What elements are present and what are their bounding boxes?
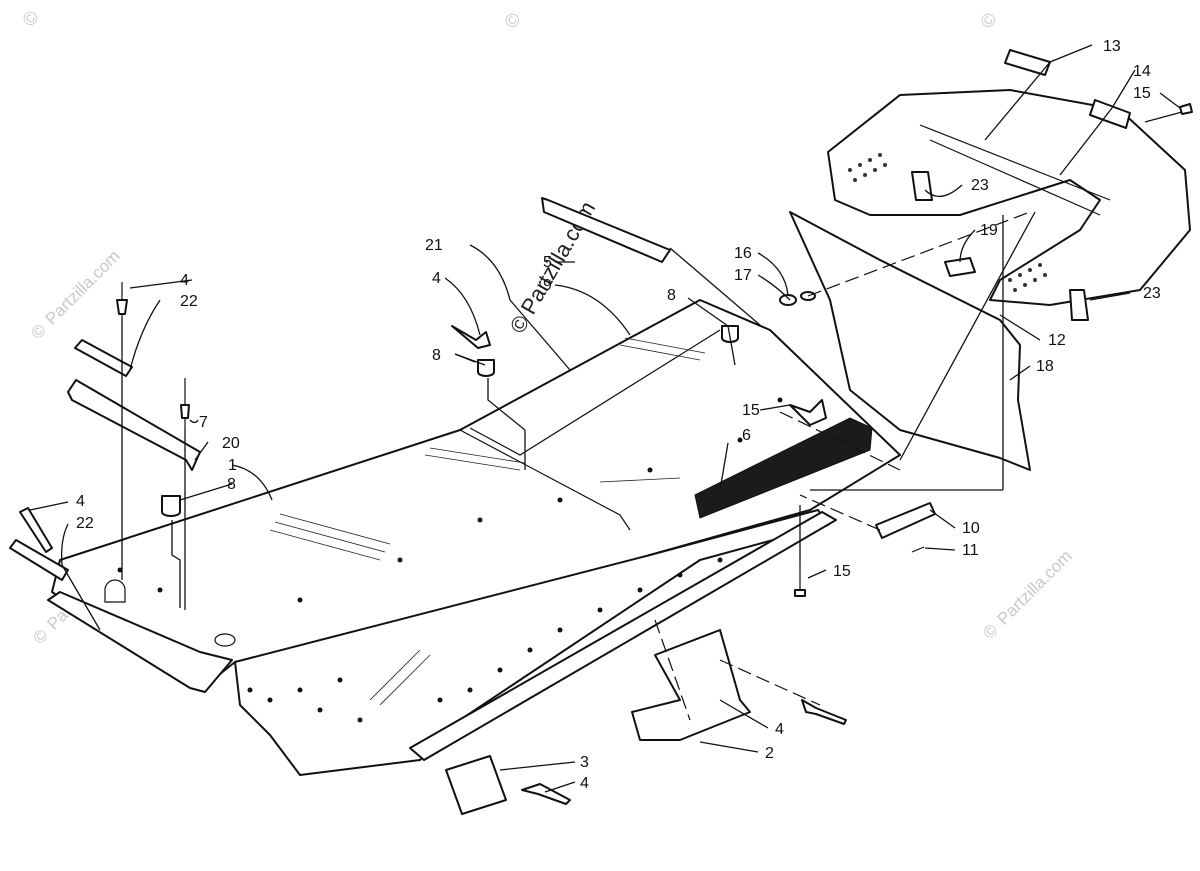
callout-15: 15 — [833, 563, 851, 580]
bracket-20 — [67, 379, 201, 471]
tunnel-assembly — [47, 299, 901, 776]
deck-shading — [269, 337, 706, 706]
bolt-15-mid — [789, 399, 827, 426]
callout-15: 15 — [742, 402, 760, 419]
callout-3: 3 — [580, 754, 589, 771]
rivet-4-right — [801, 699, 847, 725]
callout-10: 10 — [962, 520, 980, 537]
bolt-15-top-shaft — [1144, 111, 1183, 123]
callout-15: 15 — [1133, 85, 1151, 102]
callout-13: 13 — [1103, 38, 1121, 55]
rivet-holes — [117, 397, 783, 723]
copyright-mark: © — [19, 7, 44, 32]
callout-11: 11 — [962, 542, 979, 559]
callout-4: 4 — [775, 721, 784, 738]
watermark-copyright: © — [979, 620, 1002, 643]
copyright-mark: © — [977, 9, 1002, 34]
rivet-7-head — [180, 404, 190, 419]
callout-16: 16 — [734, 245, 752, 262]
callout-6: 6 — [742, 427, 751, 444]
callout-14: 14 — [1133, 63, 1151, 80]
strip-22-bottom — [9, 539, 69, 581]
watermark-copyright: © — [29, 625, 52, 648]
leader-lines — [29, 44, 1181, 793]
rear-bumper-assembly — [779, 49, 1193, 471]
tunnel-rail — [409, 511, 837, 761]
clip-23-top — [911, 171, 933, 201]
callout-7: 7 — [199, 414, 208, 431]
callout-22: 22 — [76, 515, 94, 532]
callout-8: 8 — [227, 476, 236, 493]
callout-8: 8 — [667, 287, 676, 304]
callout-22: 22 — [180, 293, 198, 310]
pad-10 — [875, 502, 936, 539]
callout-5: 5 — [543, 254, 552, 271]
panel-seam — [469, 329, 721, 456]
callout-21: 21 — [425, 237, 443, 254]
callout-17: 17 — [734, 267, 752, 284]
strip-5 — [541, 197, 671, 263]
callout-23: 23 — [971, 177, 989, 194]
callout-19: 19 — [980, 222, 998, 239]
tunnel-decal — [694, 417, 873, 519]
small-parts — [9, 197, 936, 815]
watermark-text: Partzilla.com — [994, 546, 1076, 628]
callout-4: 4 — [432, 270, 441, 287]
rivet-4-center — [451, 325, 491, 349]
watermark-text: Partzilla.com — [42, 246, 124, 328]
callout-4: 4 — [580, 775, 589, 792]
callout-2: 2 — [765, 745, 774, 762]
decal-14 — [1089, 99, 1131, 129]
callout-12: 12 — [1048, 332, 1066, 349]
bumper-8-left — [161, 495, 181, 517]
watermark-copyright: © — [27, 320, 50, 343]
strip-22-top — [74, 339, 133, 377]
screw-11 — [911, 546, 925, 553]
callout-1: 1 — [228, 457, 237, 474]
rivet-4-head — [116, 299, 128, 315]
callout-labels: 13 14 15 23 19 16 17 23 12 18 21 5 9 8 4… — [76, 38, 1161, 792]
callout-9: 9 — [543, 277, 552, 294]
bumper-crossbar-lower — [929, 139, 1101, 216]
rivet-4-bottom — [521, 783, 571, 805]
deck-hole — [214, 633, 236, 647]
bolt-15-low-head — [794, 589, 806, 597]
front-slot — [104, 579, 126, 603]
callout-20: 20 — [222, 435, 240, 452]
front-flange — [47, 591, 233, 693]
callout-4: 4 — [180, 272, 189, 289]
rear-bumper-12 — [827, 89, 1191, 306]
rivet-4-front — [19, 507, 53, 553]
copyright-mark: © — [501, 9, 526, 34]
bumper-tread — [848, 153, 1047, 292]
callout-8: 8 — [432, 347, 441, 364]
clip-23-right — [1069, 289, 1089, 321]
nut-19 — [944, 257, 976, 277]
callout-18: 18 — [1036, 358, 1054, 375]
nut-16 — [779, 294, 797, 306]
panel-edge — [459, 429, 631, 531]
snow-flap-18 — [789, 211, 1031, 471]
callout-4: 4 — [76, 493, 85, 510]
plate-3 — [445, 755, 507, 815]
callout-23: 23 — [1143, 285, 1161, 302]
decal-13 — [1004, 49, 1051, 76]
bumper-crossbar — [919, 124, 1111, 201]
bracket-2 — [631, 629, 751, 741]
bumper-8-mid — [477, 359, 495, 377]
